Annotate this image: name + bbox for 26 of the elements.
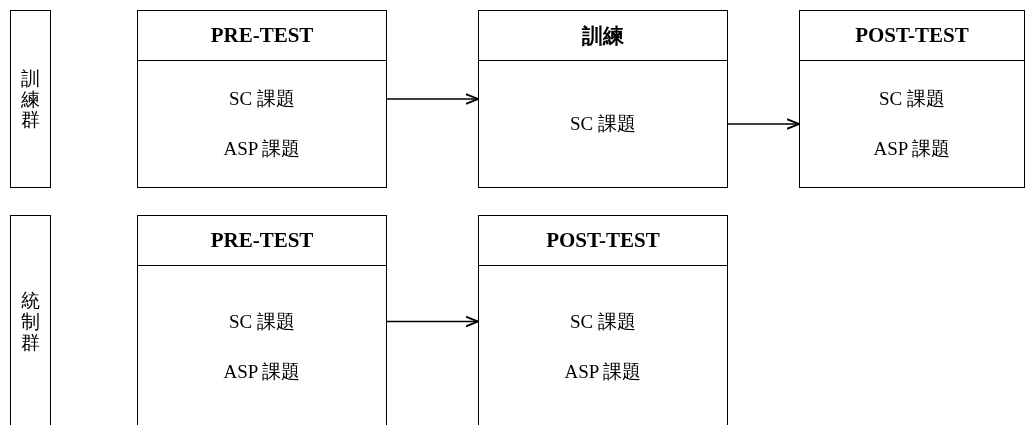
task-label: ASP 課題	[223, 359, 301, 384]
stage-header: PRE-TEST	[138, 216, 386, 266]
group-label-box	[10, 215, 51, 425]
task-label: SC 課題	[229, 309, 295, 334]
task-label: SC 課題	[570, 309, 636, 334]
task-label: ASP 課題	[223, 137, 301, 161]
task-label: SC 課題	[229, 87, 295, 111]
group-label: 統制群	[21, 290, 40, 353]
stage-box	[478, 10, 728, 188]
arrow	[386, 315, 479, 328]
stage-box	[137, 215, 387, 425]
stage-header: POST-TEST	[479, 216, 727, 266]
arrow	[727, 118, 800, 130]
task-label: SC 課題	[879, 87, 945, 111]
task-label: ASP 課題	[873, 137, 951, 161]
arrow	[386, 93, 479, 105]
stage-box	[799, 10, 1025, 188]
task-label: ASP 課題	[564, 359, 642, 384]
stage-box	[137, 10, 387, 188]
stage-box	[478, 215, 728, 425]
task-label: SC 課題	[570, 112, 636, 136]
group-label-box	[10, 10, 51, 188]
stage-header: PRE-TEST	[138, 11, 386, 61]
stage-header: 訓練	[479, 11, 727, 61]
stage-header: POST-TEST	[800, 11, 1024, 61]
group-label: 訓練群	[21, 67, 40, 131]
